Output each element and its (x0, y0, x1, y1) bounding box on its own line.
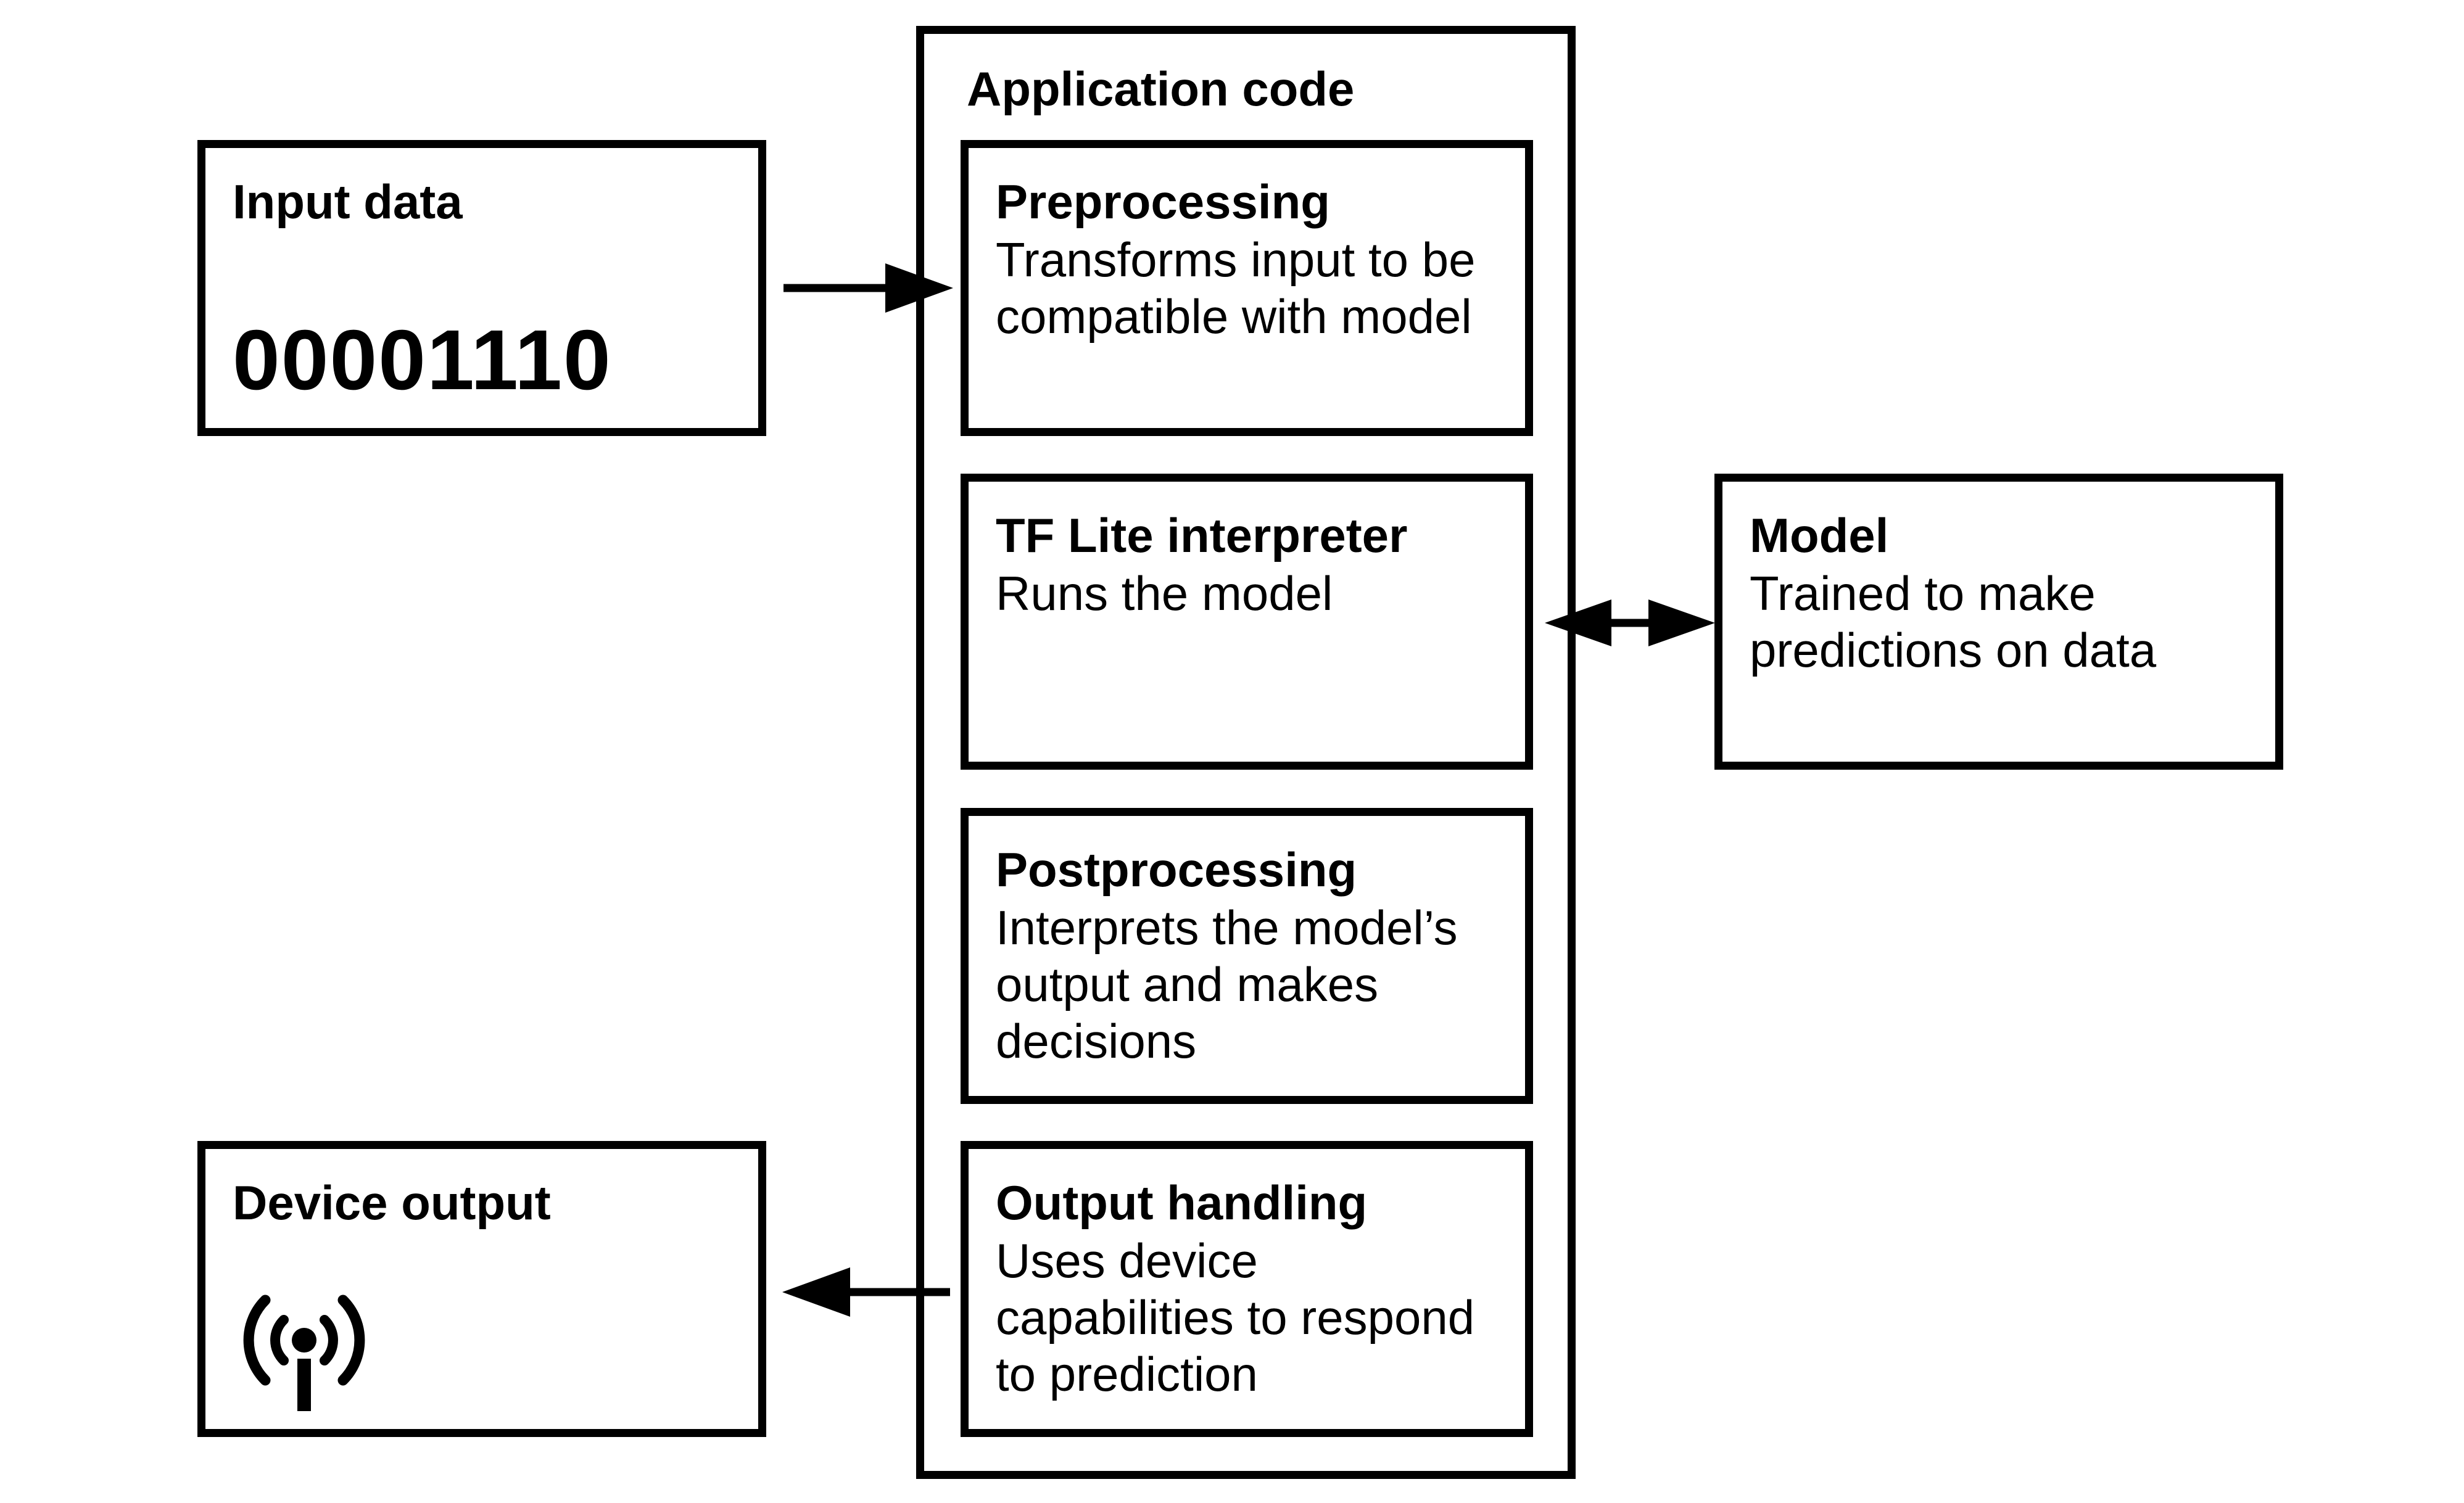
postprocessing-line-3: decisions (996, 1014, 1197, 1068)
device-output-title: Device output (233, 1176, 551, 1230)
preprocessing-title: Preprocessing (996, 175, 1330, 229)
arrow-input-to-preprocessing (783, 263, 953, 313)
output-handling-title: Output handling (996, 1176, 1368, 1230)
output-handling-line-1: Uses device (996, 1233, 1258, 1288)
arrow-output-to-device (782, 1267, 950, 1317)
tflite-interpreter-title: TF Lite interpreter (996, 508, 1408, 562)
postprocessing-line-1: Interprets the model’s (996, 900, 1458, 955)
output-handling-line-3: to prediction (996, 1347, 1258, 1401)
preprocessing-line-2: compatible with model (996, 289, 1472, 344)
arrow-model-bidirectional (1545, 599, 1715, 646)
model-line-2: predictions on data (1750, 623, 2157, 677)
postprocessing-title: Postprocessing (996, 842, 1357, 897)
tflite-interpreter-box: TF Lite interpreter Runs the model (961, 474, 1533, 770)
broadcast-antenna-icon (243, 1295, 365, 1411)
input-data-box: Input data 00001110 (197, 140, 766, 436)
output-handling-line-2: capabilities to respond (996, 1290, 1475, 1344)
model-title: Model (1750, 508, 1889, 562)
device-output-box: Device output (197, 1141, 766, 1437)
postprocessing-box: Postprocessing Interprets the model’s ou… (961, 808, 1533, 1104)
model-box: Model Trained to make predictions on dat… (1714, 474, 2283, 770)
output-handling-box: Output handling Uses device capabilities… (961, 1141, 1533, 1437)
postprocessing-line-2: output and makes (996, 957, 1379, 1011)
tflite-interpreter-line-1: Runs the model (996, 566, 1333, 620)
input-data-title: Input data (233, 175, 463, 229)
input-data-value: 00001110 (233, 313, 612, 408)
model-line-1: Trained to make (1750, 566, 2096, 620)
application-code-title: Application code (967, 62, 1355, 116)
preprocessing-box: Preprocessing Transforms input to be com… (961, 140, 1533, 436)
preprocessing-line-1: Transforms input to be (996, 233, 1476, 287)
